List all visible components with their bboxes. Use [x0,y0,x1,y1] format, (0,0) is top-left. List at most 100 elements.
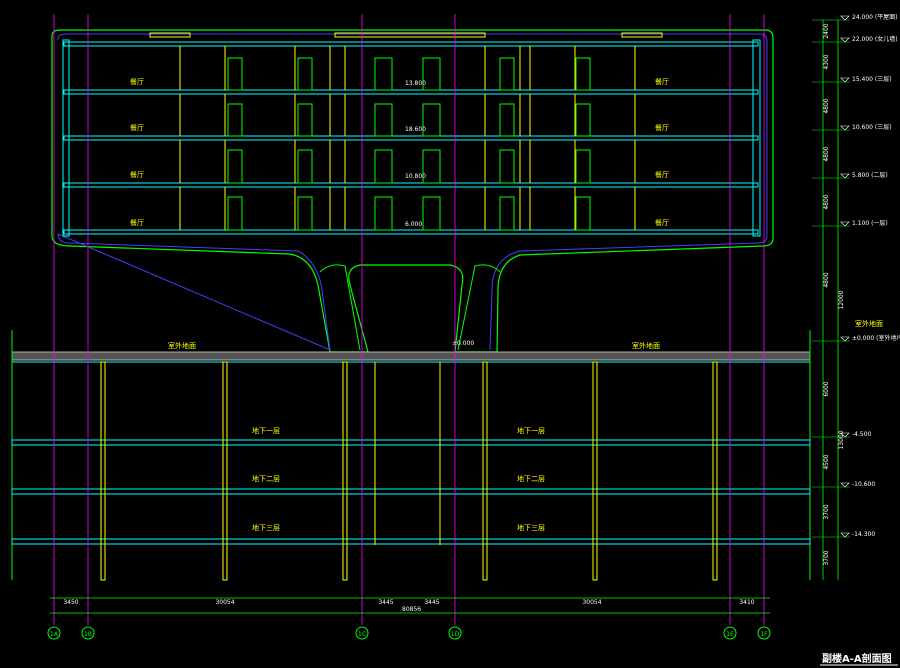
slab-3 [63,135,759,141]
stair-core-1-1 [297,103,313,137]
stair-core-2-0 [374,57,393,91]
right-dim-9: 3700 [823,550,830,565]
stair-core-0-1 [227,103,243,137]
upper-wall-left [62,39,70,237]
ground-center-level: ±0.000 [452,340,474,347]
basement-label-left-2: 地下二层 [252,474,280,483]
right-dim-8: 3700 [823,504,830,519]
level-marker-7 [840,432,850,438]
stair-core-0-2 [227,149,243,184]
level-marker-6 [840,336,850,342]
axis-label-4: 1E [726,631,734,638]
upper-slabs [63,41,759,235]
bottom-dim-3: 3445 [424,599,439,606]
ground-slab [11,351,811,361]
basement-label-right-2: 地下二层 [517,474,545,483]
level-marker-9 [840,532,850,538]
bottom-total: 80856 [402,606,421,613]
stair-core-4-0 [499,57,515,91]
stair-core-2-3 [374,196,393,231]
upper-stair-levels: 13.800 18.600 10.800 6.000 [405,80,426,228]
bottom-dim-2: 3445 [378,599,393,606]
slab-1 [63,229,759,235]
right-dim-0: 2400 [823,23,830,38]
ground-label-right: 室外地面 [632,341,660,350]
stair-core-5-0 [575,57,591,91]
stair-core-1-3 [297,196,313,231]
axis-label-5: 1F [760,631,768,638]
right-total-dim-0: 12000 [838,290,845,309]
axis-bubble-4 [723,626,737,640]
stair-core-3-1 [422,103,441,137]
upper-stair-cores [227,57,591,231]
basement-label-left-3: 地下三层 [252,523,280,532]
right-dim-1: 4300 [823,54,830,69]
stair-level-4: 13.800 [405,80,426,87]
axis-label-3: 1D [451,631,460,638]
right-note: 室外地面 [855,319,883,328]
right-level-marks: 24.000 (平屋面)22.000 (女儿墙)15.400 (三层)10.60… [812,14,900,566]
level-label-4: 5.800 (二层) [852,172,888,179]
level-marker-0 [840,15,850,21]
upper-wall-right [752,39,761,237]
level-marker-4 [840,173,850,179]
grid-axes [53,14,765,625]
ground-level: 室外地面 室外地面 ±0.000 [11,340,811,363]
bottom-dim-0: 3450 [63,599,78,606]
stair-core-2-1 [374,103,393,137]
stair-core-4-2 [499,149,515,184]
axis-label-2: 1C [358,631,366,638]
level-marker-8 [840,482,850,488]
room-label-right-3: 餐厅 [655,123,669,132]
stair-core-3-3 [422,196,441,231]
room-label-left-2: 餐厅 [130,170,144,179]
roof-parapet-3 [621,32,663,38]
level-label-9: -14.300 [852,531,875,538]
level-marker-1 [840,37,850,43]
right-dim-3: 4800 [823,146,830,161]
right-dim-5: 4800 [823,272,830,287]
basement-column-2 [342,361,348,581]
stair-core-5-3 [575,196,591,231]
level-label-3: 10.600 (三层) [852,124,892,131]
axis-bubble-1 [81,626,95,640]
basement-column-1 [222,361,228,581]
basement-slab-1 [11,439,811,446]
basement-label-right-1: 地下一层 [517,426,545,435]
stair-core-0-3 [227,196,243,231]
stair-core-3-0 [422,57,441,91]
level-marker-5 [840,221,850,227]
level-label-0: 24.000 (平屋面) [852,14,898,21]
stair-core-5-1 [575,103,591,137]
basement: 地下一层 地下二层 地下三层 地下一层 地下二层 地下三层 [11,330,811,581]
basement-columns [100,361,718,581]
basement-slab-3 [11,538,811,545]
stair-core-4-1 [499,103,515,137]
basement-room-labels: 地下一层 地下二层 地下三层 地下一层 地下二层 地下三层 [252,426,545,532]
axis-bubble-2 [355,626,369,640]
right-dim-4: 4800 [823,194,830,209]
roof-parapet-2 [334,32,486,38]
bottom-dim-5: 3410 [739,599,754,606]
slab-roof [63,41,759,47]
slab-4 [63,89,759,95]
basement-label-left-1: 地下一层 [252,426,280,435]
room-label-left-3: 餐厅 [130,123,144,132]
basement-column-4 [592,361,598,581]
stair-core-1-0 [297,57,313,91]
level-label-1: 22.000 (女儿墙) [852,35,898,43]
upper-partitions [179,46,636,230]
room-label-right-1: 餐厅 [655,218,669,227]
stair-core-3-2 [422,149,441,184]
axis-label-0: 1A [50,631,59,638]
basement-column-0 [100,361,106,581]
level-marker-2 [840,77,850,83]
upper-building: 餐厅 餐厅 餐厅 餐厅 餐厅 餐厅 餐厅 餐厅 13.800 18.600 10… [51,29,774,353]
basement-slabs [11,439,811,545]
support-leg-right [457,264,501,351]
ground-label-left: 室外地面 [168,341,196,350]
stair-level-2: 10.800 [405,173,426,180]
